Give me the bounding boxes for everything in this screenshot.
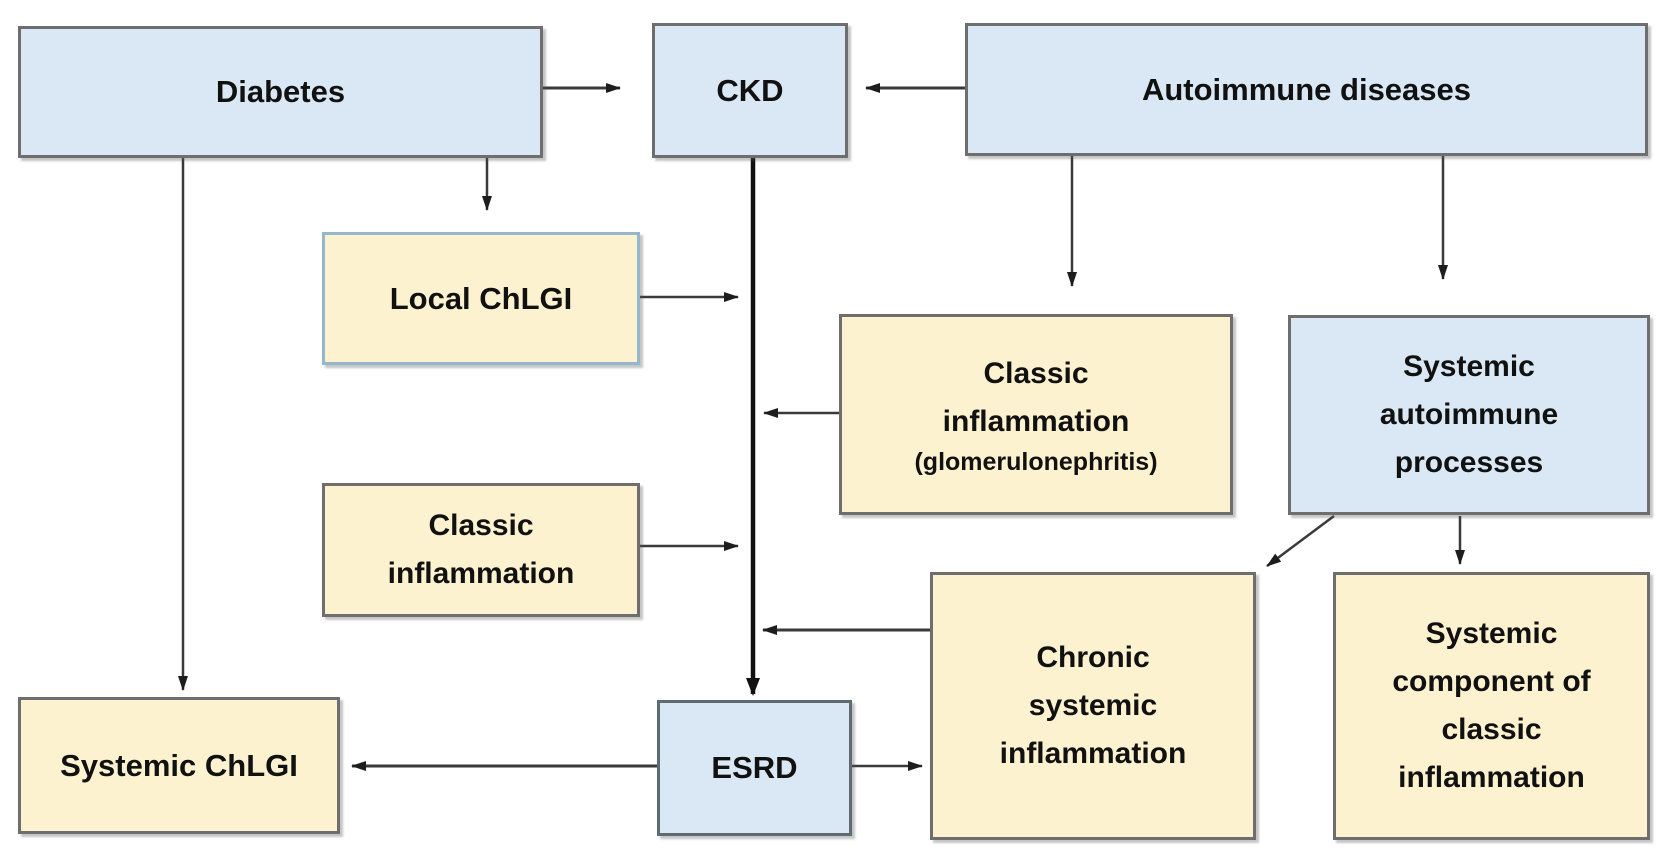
node-esrd-label: ESRD [711, 750, 798, 786]
node-ckd-label: CKD [716, 72, 784, 108]
node-classic-inflammation: Classic inflammation [322, 483, 640, 617]
node-sys-chlgi-label: Systemic ChLGI [60, 747, 298, 783]
node-sys-comp-label: Systemic component of classic inflammati… [1392, 617, 1591, 794]
node-chronic-label: Chronic systemic inflammation [999, 641, 1187, 770]
node-sys-auto-label: Systemic autoimmune processes [1379, 350, 1559, 479]
node-ckd: CKD [652, 23, 848, 158]
node-diabetes: Diabetes [18, 26, 543, 158]
node-classic-inflammation-glomerulonephritis: Classic inflammation (glomerulonephritis… [839, 314, 1233, 515]
node-systemic-component-of-classic-inflammation: Systemic component of classic inflammati… [1333, 572, 1650, 840]
node-autoimmune-label: Autoimmune diseases [1141, 71, 1472, 107]
node-autoimmune-diseases: Autoimmune diseases [965, 23, 1648, 156]
node-classic-glom-label: Classic inflammation [942, 356, 1130, 438]
node-systemic-autoimmune-processes: Systemic autoimmune processes [1288, 315, 1650, 515]
node-classic-label: Classic inflammation [387, 509, 575, 590]
node-diabetes-label: Diabetes [215, 74, 346, 110]
node-local-chlgi-label: Local ChLGI [389, 280, 573, 316]
edge-sys-auto-to-chronic [1266, 514, 1335, 568]
node-chronic-systemic-inflammation: Chronic systemic inflammation [930, 572, 1256, 840]
node-classic-glom-sublabel: (glomerulonephritis) [914, 447, 1158, 476]
node-systemic-chlgi: Systemic ChLGI [18, 697, 340, 834]
node-local-chlgi: Local ChLGI [322, 232, 640, 365]
node-esrd: ESRD [657, 700, 852, 836]
